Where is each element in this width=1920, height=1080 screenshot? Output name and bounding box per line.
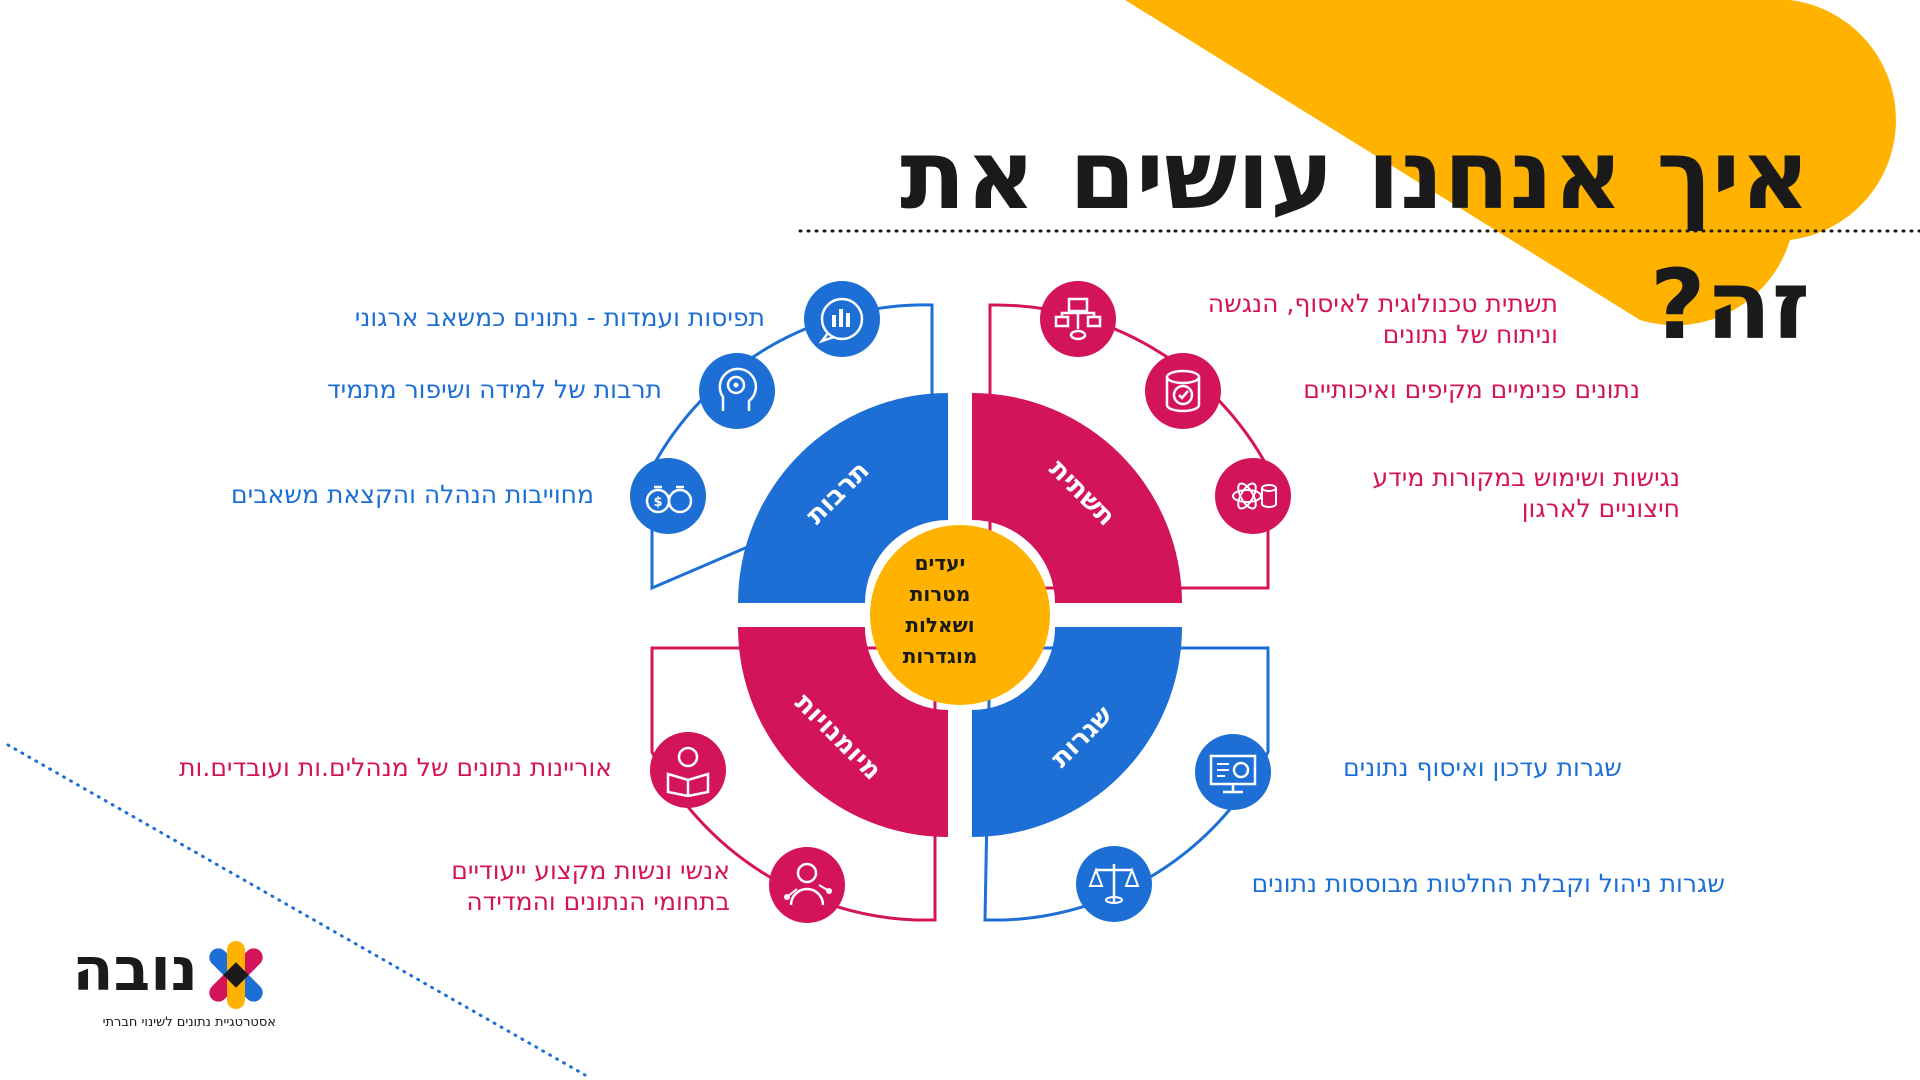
- item-line: נגישות ושימוש במקורות מידע: [1372, 463, 1680, 492]
- item-line: נתונים פנימיים מקיפים ואיכותיים: [1303, 375, 1640, 404]
- money-bags-icon: $: [630, 458, 706, 534]
- ring-routines: [972, 627, 1182, 837]
- item-text: מחוייבות הנהלה והקצאת משאבים: [231, 480, 594, 509]
- routines-item: שגרות ניהול וקבלת החלטות מבוססות נתונים: [1065, 868, 1725, 902]
- item-line: וניתוח של נתונים: [1382, 320, 1558, 349]
- page-title: איך אנחנו עושים את זה?: [900, 119, 1810, 361]
- skills-item: אנשי ונשות מקצוע ייעודיים בתחומי הנתונים…: [210, 855, 730, 919]
- ring-skills: [738, 627, 948, 837]
- logo-tagline: אסטרטגיית נתונים לשינוי חברתי: [102, 1015, 276, 1030]
- item-line: אנשי ונשות מקצוע ייעודיים: [451, 856, 730, 885]
- routines-item: שגרות עדכון ואיסוף נתונים: [1102, 752, 1622, 786]
- atom-database-icon: [1215, 458, 1291, 534]
- infrastructure-item: נגישות ושימוש במקורות מידע חיצוניים לארג…: [1180, 462, 1680, 526]
- center-line: ושאלות: [905, 613, 975, 637]
- infrastructure-item: נתונים פנימיים מקיפים ואיכותיים: [1080, 374, 1640, 408]
- center-line: מטרות: [909, 582, 971, 606]
- item-line: חיצוניים לארגון: [1521, 494, 1680, 523]
- item-text: שגרות עדכון ואיסוף נתונים: [1343, 753, 1622, 782]
- item-text: תפיסות ועמדות - נתונים כמשאב ארגוני: [354, 303, 765, 332]
- culture-item: מחוייבות הנהלה והקצאת משאבים: [94, 479, 594, 513]
- ring-infrastructure: [972, 393, 1182, 603]
- ring-culture: [738, 393, 948, 603]
- diagonal-divider: [6, 743, 587, 1077]
- yellow-banner: [1125, 0, 1896, 326]
- item-line: תשתית טכנולוגית לאיסוף, הנגשה: [1207, 289, 1558, 318]
- database-check-icon: [1145, 353, 1221, 429]
- network-icon: [1040, 281, 1116, 357]
- svg-text:$: $: [653, 495, 662, 510]
- item-text: תרבות של למידה ושיפור מתמיד: [327, 375, 662, 404]
- reader-icon: [650, 732, 726, 808]
- scale-database-icon: [1076, 846, 1152, 922]
- center-line: יעדים: [914, 551, 966, 575]
- head-gear-icon: [699, 353, 775, 429]
- culture-item: תרבות של למידה ושיפור מתמיד: [142, 374, 662, 408]
- infrastructure-item: תשתית טכנולוגית לאיסוף, הנגשה וניתוח של …: [1038, 288, 1558, 352]
- item-text: שגרות ניהול וקבלת החלטות מבוססות נתונים: [1251, 869, 1725, 898]
- logo-mark: [209, 941, 263, 1009]
- center-line: מוגדרות: [902, 644, 978, 668]
- monitor-chart-icon: [1195, 734, 1271, 810]
- center-circle: [870, 525, 1050, 705]
- item-line: אוריינות נתונים של מנהלים.ות ועובדים.ות: [179, 753, 612, 782]
- item-line: בתחומי הנתונים והמדידה: [466, 887, 730, 916]
- culture-item: תפיסות ועמדות - נתונים כמשאב ארגוני: [165, 302, 765, 336]
- scientist-icon: [769, 847, 845, 923]
- chart-bubble-icon: [804, 281, 880, 357]
- logo-name: נובה: [72, 935, 198, 1005]
- frame-culture: [650, 303, 934, 591]
- center-goals: יעדים מטרות ושאלות מוגדרות: [865, 548, 1015, 673]
- skills-item: אוריינות נתונים של מנהלים.ות ועובדים.ות: [12, 752, 612, 786]
